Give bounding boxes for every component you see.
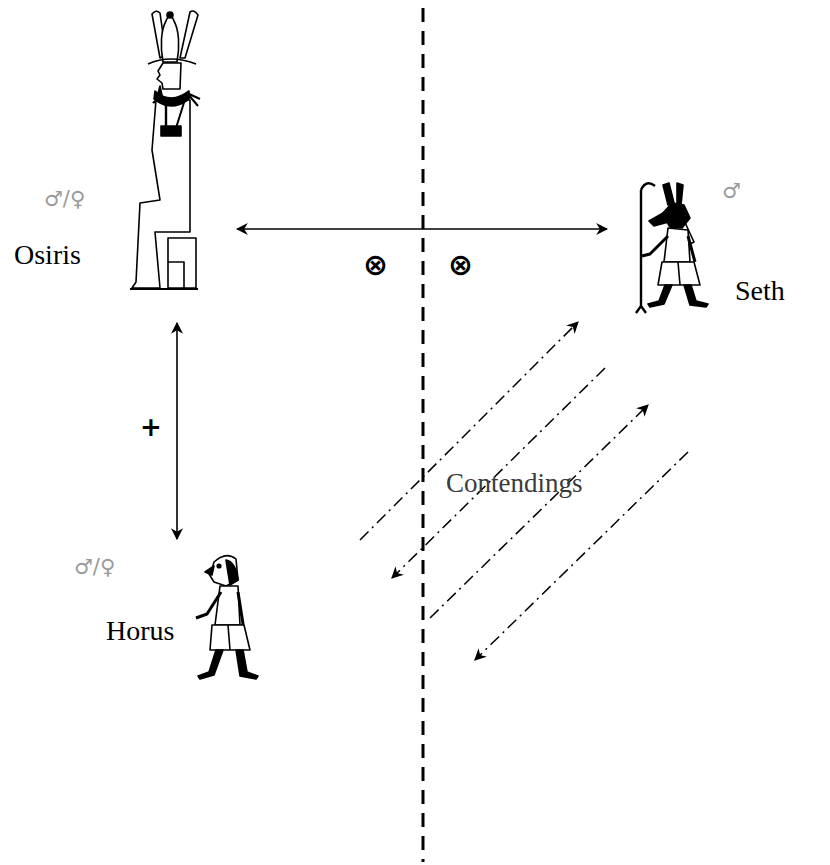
deity-name: Osiris: [14, 240, 81, 271]
dashdot-arrow: [430, 405, 648, 618]
osiris-figure: [130, 11, 200, 289]
horus-arm: [196, 592, 221, 618]
horus-torso: [215, 586, 240, 625]
relation-arrow: [176, 323, 178, 539]
ground-line: [130, 288, 198, 290]
divider-line: [422, 8, 425, 862]
contendings-label: Contendings: [446, 469, 583, 499]
gender-symbol: ♂/♀: [44, 188, 85, 211]
seth-figure: [636, 183, 708, 313]
deity-name: Horus: [106, 616, 174, 647]
crown-feather: [180, 11, 198, 58]
falcon-beak: [205, 566, 214, 575]
deity-name: Seth: [735, 276, 785, 307]
seth-kilt: [658, 262, 700, 285]
atef-crown: [161, 17, 178, 63]
horus-leg: [236, 650, 258, 679]
dashdot-arrow: [392, 368, 605, 578]
dashdot-arrow: [360, 322, 578, 540]
throne-detail: [168, 262, 184, 288]
horus-leg: [198, 650, 223, 679]
horus-kilt: [210, 625, 250, 650]
seth-ear: [677, 183, 683, 205]
contendings-arrows: [360, 322, 688, 660]
seth-ear: [663, 183, 674, 205]
was-sceptre: [636, 183, 655, 313]
seth-snout: [649, 208, 676, 226]
cross-symbol: ⊗: [363, 248, 388, 281]
deity-node: ♂/♀ Horus: [70, 553, 270, 683]
throne: [168, 238, 196, 288]
edge-label: +: [140, 413, 162, 442]
gender-symbol: ♂: [722, 180, 741, 203]
horus-wig: [226, 560, 238, 585]
cross-symbol: ⊗: [448, 248, 473, 281]
relation-arrow: [237, 228, 607, 230]
seth-leg: [648, 285, 672, 307]
seth-arm: [642, 236, 668, 256]
horus-figure: [196, 556, 258, 679]
crook: [153, 100, 166, 128]
deity-node: ♂/♀ Osiris: [10, 10, 220, 295]
osiris-head: [157, 63, 181, 89]
seth-arm: [688, 236, 695, 262]
seth-leg: [684, 285, 708, 307]
deity-node: ♂ Seth: [628, 180, 813, 315]
kilt-fold: [678, 262, 680, 285]
hands: [161, 126, 181, 136]
kilt-fold: [228, 625, 230, 650]
crown-knob: [167, 12, 173, 18]
seth-torso: [664, 228, 690, 262]
gender-symbol: ♂/♀: [74, 556, 115, 579]
flail: [176, 93, 200, 128]
falcon-eye: [217, 564, 221, 568]
